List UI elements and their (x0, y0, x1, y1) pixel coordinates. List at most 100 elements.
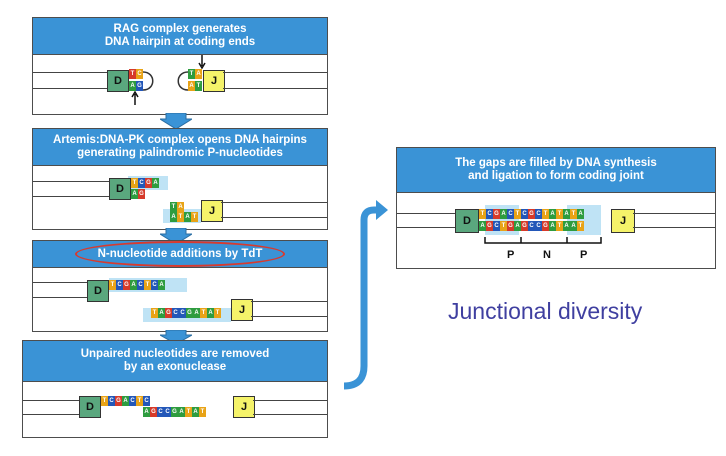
connector-arrow (343, 200, 388, 390)
nucleotide: G (138, 189, 145, 199)
nucleotide: T (136, 396, 143, 406)
caption-junctional-diversity: Junctional diversity (448, 298, 643, 324)
nucleotide: G (493, 209, 500, 219)
nucleotide: A (549, 209, 556, 219)
dna-strand (33, 88, 111, 89)
nucleotide: A (152, 178, 159, 188)
nucleotide: G (165, 308, 172, 318)
nucleotide: T (556, 209, 563, 219)
nucleotide: C (507, 209, 514, 219)
dna-strand (251, 301, 327, 302)
n-region-label: N (543, 249, 551, 261)
nucleotide: T (577, 221, 584, 231)
nucleotide: A (158, 308, 165, 318)
nucleotide: T (191, 212, 198, 222)
nucleotide: T (199, 407, 206, 417)
cleavage-arrow (131, 91, 139, 105)
nucleotide: C (136, 69, 143, 79)
panel-exonuclease: Unpaired nucleotides are removed by an e… (22, 340, 328, 438)
nucleotide: A (195, 69, 202, 79)
p-region-label: P (580, 249, 588, 261)
flow-arrow (160, 330, 192, 344)
nucleotide: T (200, 308, 207, 318)
nucleotide: A (479, 221, 486, 231)
nucleotide: A (192, 407, 199, 417)
nucleotide: G (171, 407, 178, 417)
nucleotide: C (164, 407, 171, 417)
cleavage-arrow (198, 55, 206, 69)
dna-strand (221, 202, 327, 203)
nucleotide: A (563, 221, 570, 231)
dna-strand (633, 227, 715, 228)
d-segment: D (87, 280, 109, 302)
nucleotide: A (207, 308, 214, 318)
dna-strand (223, 88, 327, 89)
panel-rag-hairpin: RAG complex generates DNA hairpin at cod… (32, 17, 328, 115)
nucleotide: A (570, 221, 577, 231)
nucleotide: T (151, 308, 158, 318)
j-segment: J (203, 70, 225, 92)
nucleotide: C (137, 280, 144, 290)
dna-diagram: D T C G A C T C A T A G C C G A T A T J (33, 268, 327, 331)
dna-strand (253, 400, 327, 401)
nucleotide: T (131, 178, 138, 188)
dna-strand (23, 414, 83, 415)
dna-strand (633, 213, 715, 214)
dna-strand (223, 72, 327, 73)
nucleotide: A (193, 308, 200, 318)
nucleotide: C (116, 280, 123, 290)
nucleotide: C (108, 396, 115, 406)
nucleotide: A (514, 221, 521, 231)
nucleotide: C (493, 221, 500, 231)
nucleotide: C (521, 209, 528, 219)
nucleotide: A (158, 280, 165, 290)
nucleotide: T (514, 209, 521, 219)
dna-diagram: D T C G A C T C A G C C G A T A T J (23, 382, 327, 437)
header-line-1: Artemis:DNA-PK complex opens DNA hairpin… (53, 134, 307, 146)
nucleotide: T (214, 308, 221, 318)
nucleotide: T (188, 69, 195, 79)
nucleotide: T (129, 69, 136, 79)
nucleotide: G (507, 221, 514, 231)
nucleotide: C (172, 308, 179, 318)
nucleotide: C (138, 178, 145, 188)
nucleotide: A (577, 209, 584, 219)
j-segment: J (233, 396, 255, 418)
nucleotide: A (131, 189, 138, 199)
flow-arrow (160, 113, 192, 129)
nucleotide: A (130, 280, 137, 290)
nucleotide: G (521, 221, 528, 231)
dna-diagram: D T C G A A G T A A T A T J (33, 166, 327, 229)
dna-strand (33, 196, 111, 197)
nucleotide: G (115, 396, 122, 406)
hairpin-loop (177, 71, 189, 91)
panel-tdt: N-nucleotide additions by TdT D T C G A … (32, 240, 328, 332)
nucleotide: T (479, 209, 486, 219)
panel-header: Unpaired nucleotides are removed by an e… (23, 341, 327, 382)
dna-strand (253, 414, 327, 415)
dna-strand (33, 72, 111, 73)
flow-arrow (160, 228, 192, 244)
dna-strand (23, 400, 83, 401)
nucleotide: C (179, 308, 186, 318)
header-line-2: and ligation to form coding joint (468, 170, 644, 182)
nucleotide: A (188, 81, 195, 91)
nucleotide: A (549, 221, 556, 231)
d-segment: D (109, 178, 131, 200)
nucleotide: T (556, 221, 563, 231)
nucleotide: G (136, 81, 143, 91)
nucleotide: G (186, 308, 193, 318)
nucleotide: T (177, 212, 184, 222)
dna-diagram: D T C G A C T C G C T A T A A G C T G A … (397, 193, 715, 268)
region-bracket (484, 237, 602, 244)
header-line-1: The gaps are filled by DNA synthesis (455, 157, 657, 169)
nucleotide: G (123, 280, 130, 290)
nucleotide: C (528, 221, 535, 231)
nucleotide: A (129, 81, 136, 91)
j-segment: J (231, 299, 253, 321)
d-segment: D (79, 396, 101, 418)
panel-header: RAG complex generates DNA hairpin at cod… (33, 18, 327, 55)
header-line-2: generating palindromic P-nucleotides (77, 147, 283, 159)
header-line-1: Unpaired nucleotides are removed (80, 348, 270, 360)
nucleotide: T (170, 202, 177, 212)
